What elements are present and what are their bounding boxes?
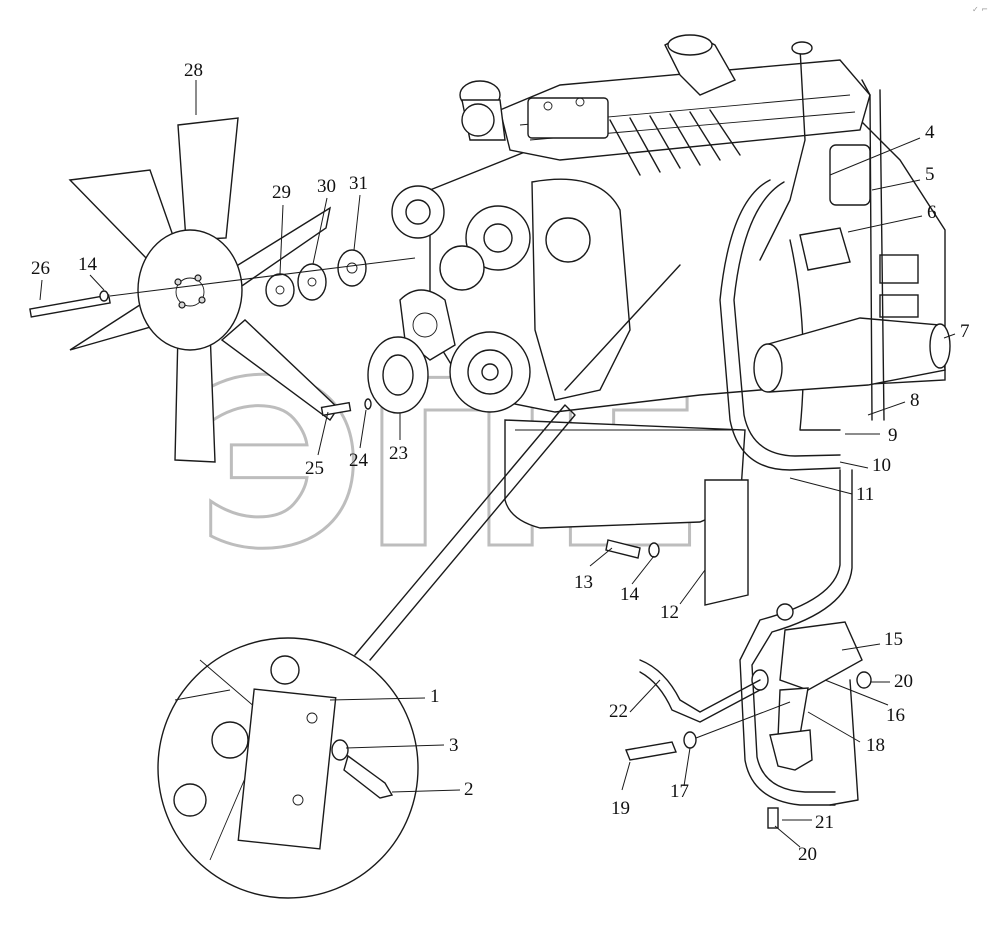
callout-3: 3 (449, 735, 459, 756)
callout-20: 20 (894, 671, 913, 692)
callout-31: 31 (349, 173, 368, 194)
callout-25: 25 (305, 458, 324, 479)
detail-view (157, 404, 576, 899)
fitting-20 (856, 671, 872, 689)
spacer-31 (337, 249, 367, 287)
washer-3 (331, 739, 349, 761)
washer-17 (683, 731, 697, 749)
callout-22: 21 (815, 812, 834, 833)
callout-9: 9 (888, 425, 898, 446)
filter-head-15 (779, 621, 863, 691)
callout-16: 16 (886, 705, 905, 726)
engine-assembly (391, 34, 951, 606)
washer-14b (648, 542, 660, 558)
callout-labels: 28 26 14 29 30 31 25 24 23 4 5 6 7 8 9 1… (31, 60, 970, 865)
callout-24: 23 (389, 443, 408, 464)
callout-2: 2 (464, 779, 474, 800)
spacer-29 (265, 273, 295, 307)
callout-30: 30 (317, 176, 336, 197)
callout-11: 11 (856, 484, 874, 505)
callout-29: 29 (272, 182, 291, 203)
callout-14-fan: 14 (78, 254, 98, 275)
callout-6: 6 (927, 202, 937, 223)
callout-14-bracket: 14 (620, 584, 640, 605)
callout-28: 28 (184, 60, 203, 81)
callout-4: 4 (925, 122, 935, 143)
leader-lines (39, 80, 956, 848)
drain-21 (767, 807, 779, 829)
callout-1: 1 (430, 686, 440, 707)
bolt-19 (625, 741, 677, 761)
callout-12: 12 (660, 602, 679, 623)
callout-27: 26 (31, 258, 50, 279)
bracket-1 (237, 688, 337, 850)
bolt-13 (605, 539, 641, 559)
callout-15: 15 (884, 629, 903, 650)
callout-10: 10 (872, 455, 891, 476)
callout-13: 13 (574, 572, 593, 593)
fan-hub (137, 229, 243, 351)
corner-mark: ✓ ⌐ (972, 5, 988, 14)
callout-18: 18 (866, 735, 885, 756)
filter-bowl (769, 729, 813, 771)
fan-blade (177, 117, 239, 241)
callout-17: 17 (670, 781, 689, 802)
bolt-25 (320, 401, 352, 417)
callout-21: 20 (798, 844, 817, 865)
callout-5: 5 (925, 164, 935, 185)
callout-26: 24 (349, 450, 369, 471)
spacer-30 (297, 263, 327, 301)
fan-assembly (29, 117, 429, 463)
bolt-2 (343, 754, 394, 799)
callout-23: 22 (609, 701, 628, 722)
callout-8: 8 (910, 390, 920, 411)
bolt-27 (29, 294, 111, 318)
washer-14 (99, 290, 109, 302)
callout-7: 7 (960, 321, 970, 342)
callout-19: 19 (611, 798, 630, 819)
washer-26 (364, 398, 372, 410)
